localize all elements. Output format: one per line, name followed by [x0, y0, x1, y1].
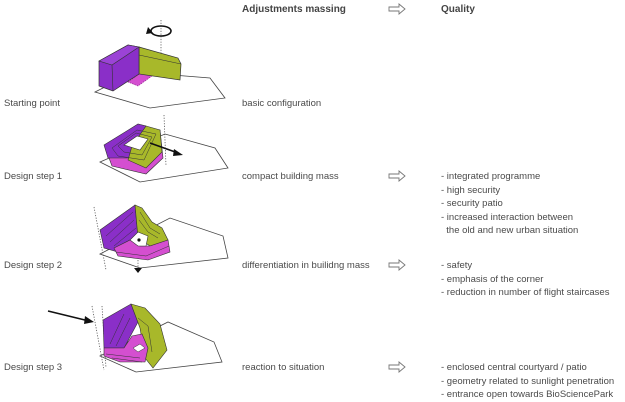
step-label-starting-point: Starting point	[4, 98, 60, 109]
quality-item: - enclosed central courtyard / patio	[441, 362, 587, 373]
quality-header: Quality	[441, 4, 475, 15]
right-arrow-icon	[388, 170, 406, 182]
direction-arrow-icon	[84, 316, 94, 324]
diagram-design-step-1	[99, 114, 229, 183]
quality-item: - security patio	[441, 198, 503, 209]
right-arrow-icon	[388, 259, 406, 271]
right-arrow-icon	[388, 3, 406, 15]
diagram-design-step-2	[93, 204, 229, 273]
step-label-design-step-2: Design step 2	[4, 260, 63, 271]
quality-item: - safety	[441, 260, 473, 271]
adjustment-differentiation: differentiation in builidng mass	[242, 260, 370, 271]
diagram-starting-point	[93, 20, 226, 109]
down-marker-icon	[134, 268, 142, 273]
quality-list-step-3: - enclosed central courtyard / patio - g…	[441, 361, 614, 402]
right-arrow-icon	[388, 361, 406, 373]
adjustments-massing-header: Adjustments massing	[242, 4, 346, 15]
adjustment-basic-configuration: basic configuration	[242, 98, 322, 109]
quality-item: - high security	[441, 184, 501, 196]
diagram-design-step-3	[47, 303, 223, 373]
quality-item: - integrated programme	[441, 171, 541, 182]
quality-list-step-1: - integrated programme - high security -…	[441, 170, 578, 238]
step-label-design-step-3: Design step 3	[4, 362, 63, 373]
quality-item: the old and new urban situation	[441, 225, 579, 236]
quality-item: - entrance open towards BioSciencePark	[441, 389, 614, 400]
adjustment-reaction-to-situation: reaction to situation	[242, 362, 325, 373]
adjustment-compact-building-mass: compact building mass	[242, 171, 339, 182]
quality-item: - geometry related to sunlight penetrati…	[441, 375, 615, 387]
step-label-design-step-1: Design step 1	[4, 171, 63, 182]
direction-arrow-icon	[173, 149, 183, 156]
quality-item: - increased interaction between	[441, 211, 574, 223]
quality-item: - emphasis of the corner	[441, 273, 544, 285]
quality-list-step-2: - safety - emphasis of the corner - redu…	[441, 259, 609, 300]
quality-item: - reduction in number of flight staircas…	[441, 287, 610, 298]
